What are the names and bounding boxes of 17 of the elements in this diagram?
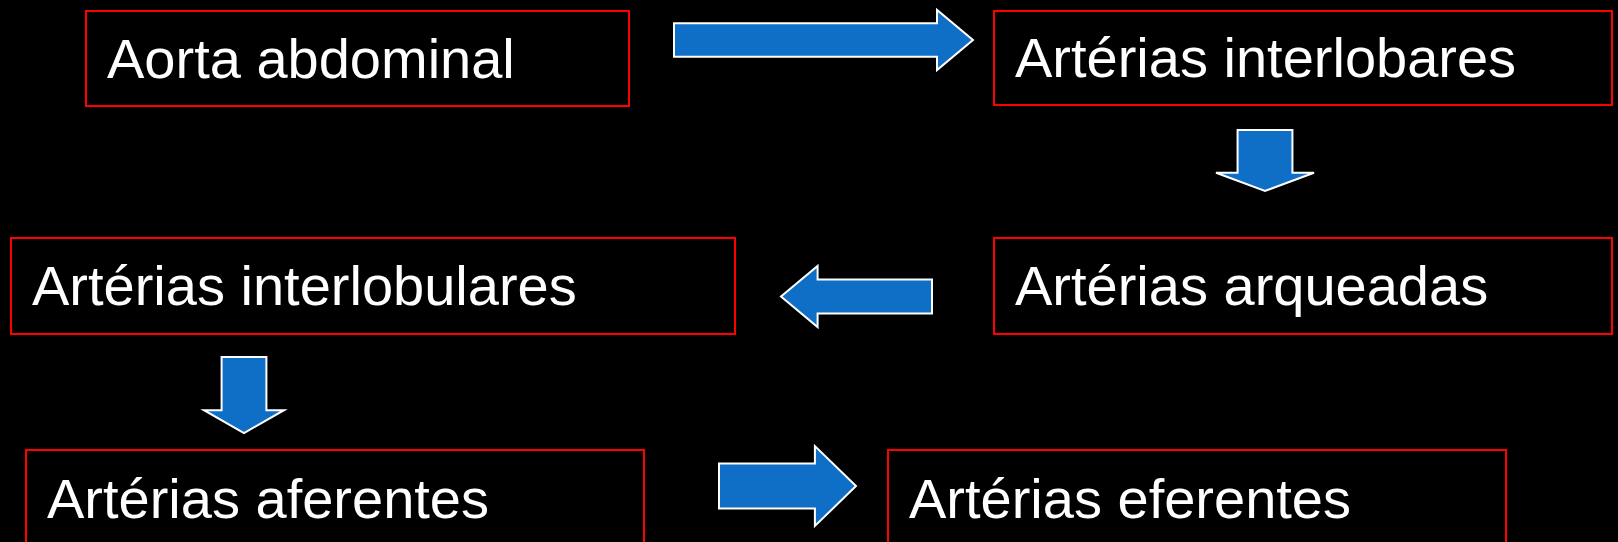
block-arrow (673, 7, 975, 73)
process-box (887, 449, 1507, 542)
process-box (993, 237, 1613, 335)
box-label: Artérias interlobulares (32, 253, 578, 319)
block-arrow (718, 443, 858, 529)
box-label: Aorta abdominal (107, 25, 516, 92)
box-label: Artérias eferentes (909, 466, 1352, 532)
box-label: Artérias arqueadas (1015, 253, 1490, 319)
process-box (993, 10, 1613, 106)
box-label: Artérias interlobares (1015, 25, 1518, 91)
process-box (85, 10, 630, 107)
block-arrow (1215, 129, 1315, 193)
process-box (10, 237, 736, 335)
box-label: Artérias aferentes (47, 466, 490, 532)
block-arrow (779, 263, 933, 330)
process-box (25, 449, 645, 542)
block-arrow (200, 356, 288, 435)
